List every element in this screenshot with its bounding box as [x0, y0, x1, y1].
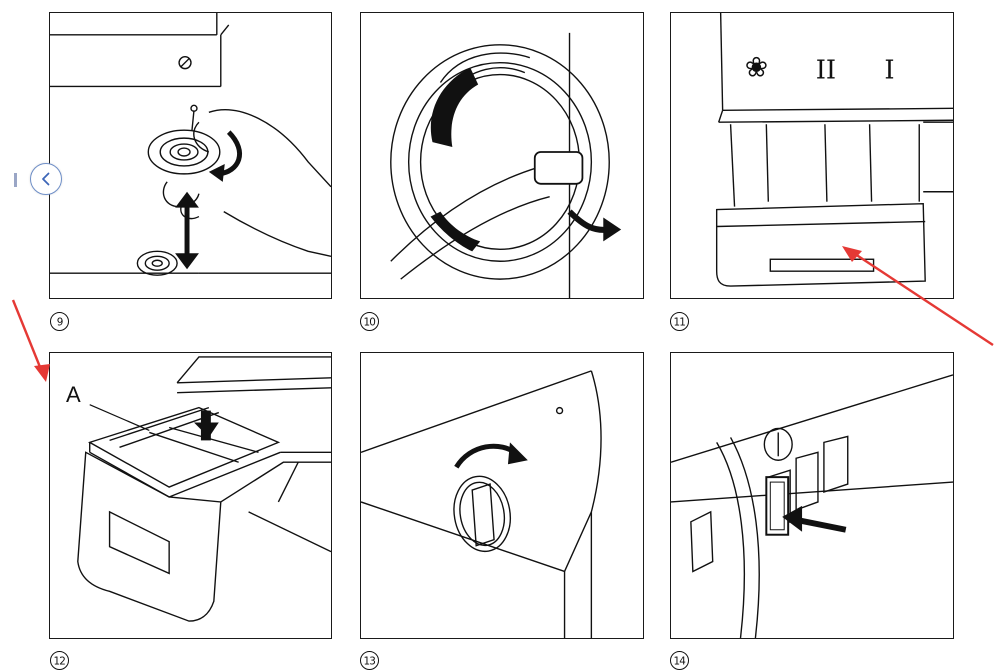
figure-13-panel	[360, 352, 644, 639]
figure-9-illustration	[50, 13, 331, 298]
figure-10-panel	[360, 12, 644, 299]
back-button[interactable]	[30, 163, 62, 195]
figure-10-illustration	[361, 13, 643, 298]
figure-12-number: 12	[50, 651, 69, 670]
figure-12-illustration	[50, 353, 331, 638]
figure-9-panel	[49, 12, 332, 299]
figure-11-panel: ❀ II I	[670, 12, 954, 299]
figure-13-number: 13	[360, 651, 379, 670]
callout-label-a: A	[66, 382, 81, 408]
figure-14-number: 14	[670, 651, 689, 670]
figure-13-illustration	[361, 353, 643, 638]
figure-12-panel	[49, 352, 332, 639]
annotation-arrow-label-a	[13, 300, 42, 372]
main-wash-symbol: II	[816, 56, 836, 86]
annotation-arrowhead-label-a	[34, 364, 50, 382]
figure-11-illustration: ❀ II I	[671, 13, 953, 298]
figure-9-number: 9	[50, 312, 69, 331]
figure-11-number: 11	[670, 312, 689, 331]
figure-10-number: 10	[360, 312, 379, 331]
chevron-left-icon	[38, 171, 54, 187]
figure-14-illustration	[671, 353, 953, 638]
edge-marker	[14, 173, 17, 187]
figure-14-panel	[670, 352, 954, 639]
prewash-symbol: ❀	[745, 51, 768, 84]
rinse-symbol: I	[884, 56, 894, 86]
